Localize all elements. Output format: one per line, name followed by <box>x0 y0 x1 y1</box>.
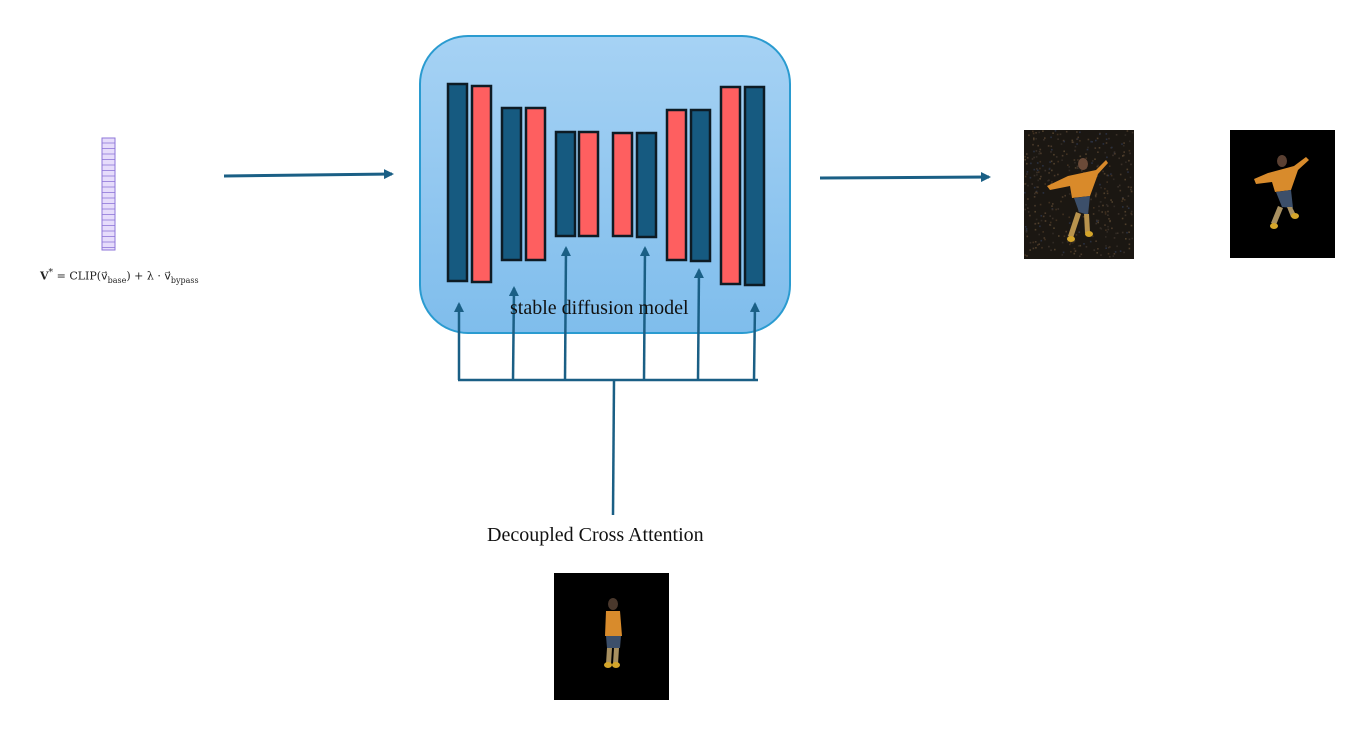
unet-block-up-3b <box>635 131 658 239</box>
stable-diffusion-label: stable diffusion model <box>510 297 689 319</box>
formula-base-sub: base <box>107 275 127 285</box>
unet-block-up-1a <box>719 85 742 286</box>
output-arrow <box>819 172 991 183</box>
embedding-formula: V* = CLIP(v⃗base) + λ · v⃗bypass <box>40 267 199 285</box>
unet-block-down-1a <box>446 82 469 283</box>
formula-star: * <box>48 267 54 278</box>
unet-block-up-3a <box>611 131 634 238</box>
cross-attention-connectors <box>454 246 760 516</box>
unet-block-up-2b <box>689 108 712 263</box>
input-arrow <box>223 169 394 180</box>
unet-block-down-3b <box>577 130 600 238</box>
formula-vbypass: v⃗ <box>164 269 171 283</box>
unet-block-down-1b <box>470 84 493 284</box>
decoupled-cross-attention-label: Decoupled Cross Attention <box>487 524 704 546</box>
formula-bypass-sub: bypass <box>170 275 199 285</box>
unet-block-down-3a <box>554 130 577 238</box>
unet-block-up-1b <box>743 85 766 287</box>
formula-vbase: v⃗ <box>101 269 108 283</box>
reference-pose-image <box>554 573 669 700</box>
token-embedding-vector <box>101 137 116 251</box>
unet-block-down-2b <box>524 106 547 262</box>
unet-block-down-2a <box>500 106 523 262</box>
unet-block-up-2a <box>665 108 688 262</box>
formula-eq: = CLIP( <box>53 269 102 283</box>
noisy-output-image <box>1024 130 1134 259</box>
formula-lhs: V <box>40 269 49 283</box>
unet-blocks <box>446 82 766 287</box>
clean-output-image <box>1230 130 1335 258</box>
formula-mid: ) + λ · <box>126 269 165 283</box>
